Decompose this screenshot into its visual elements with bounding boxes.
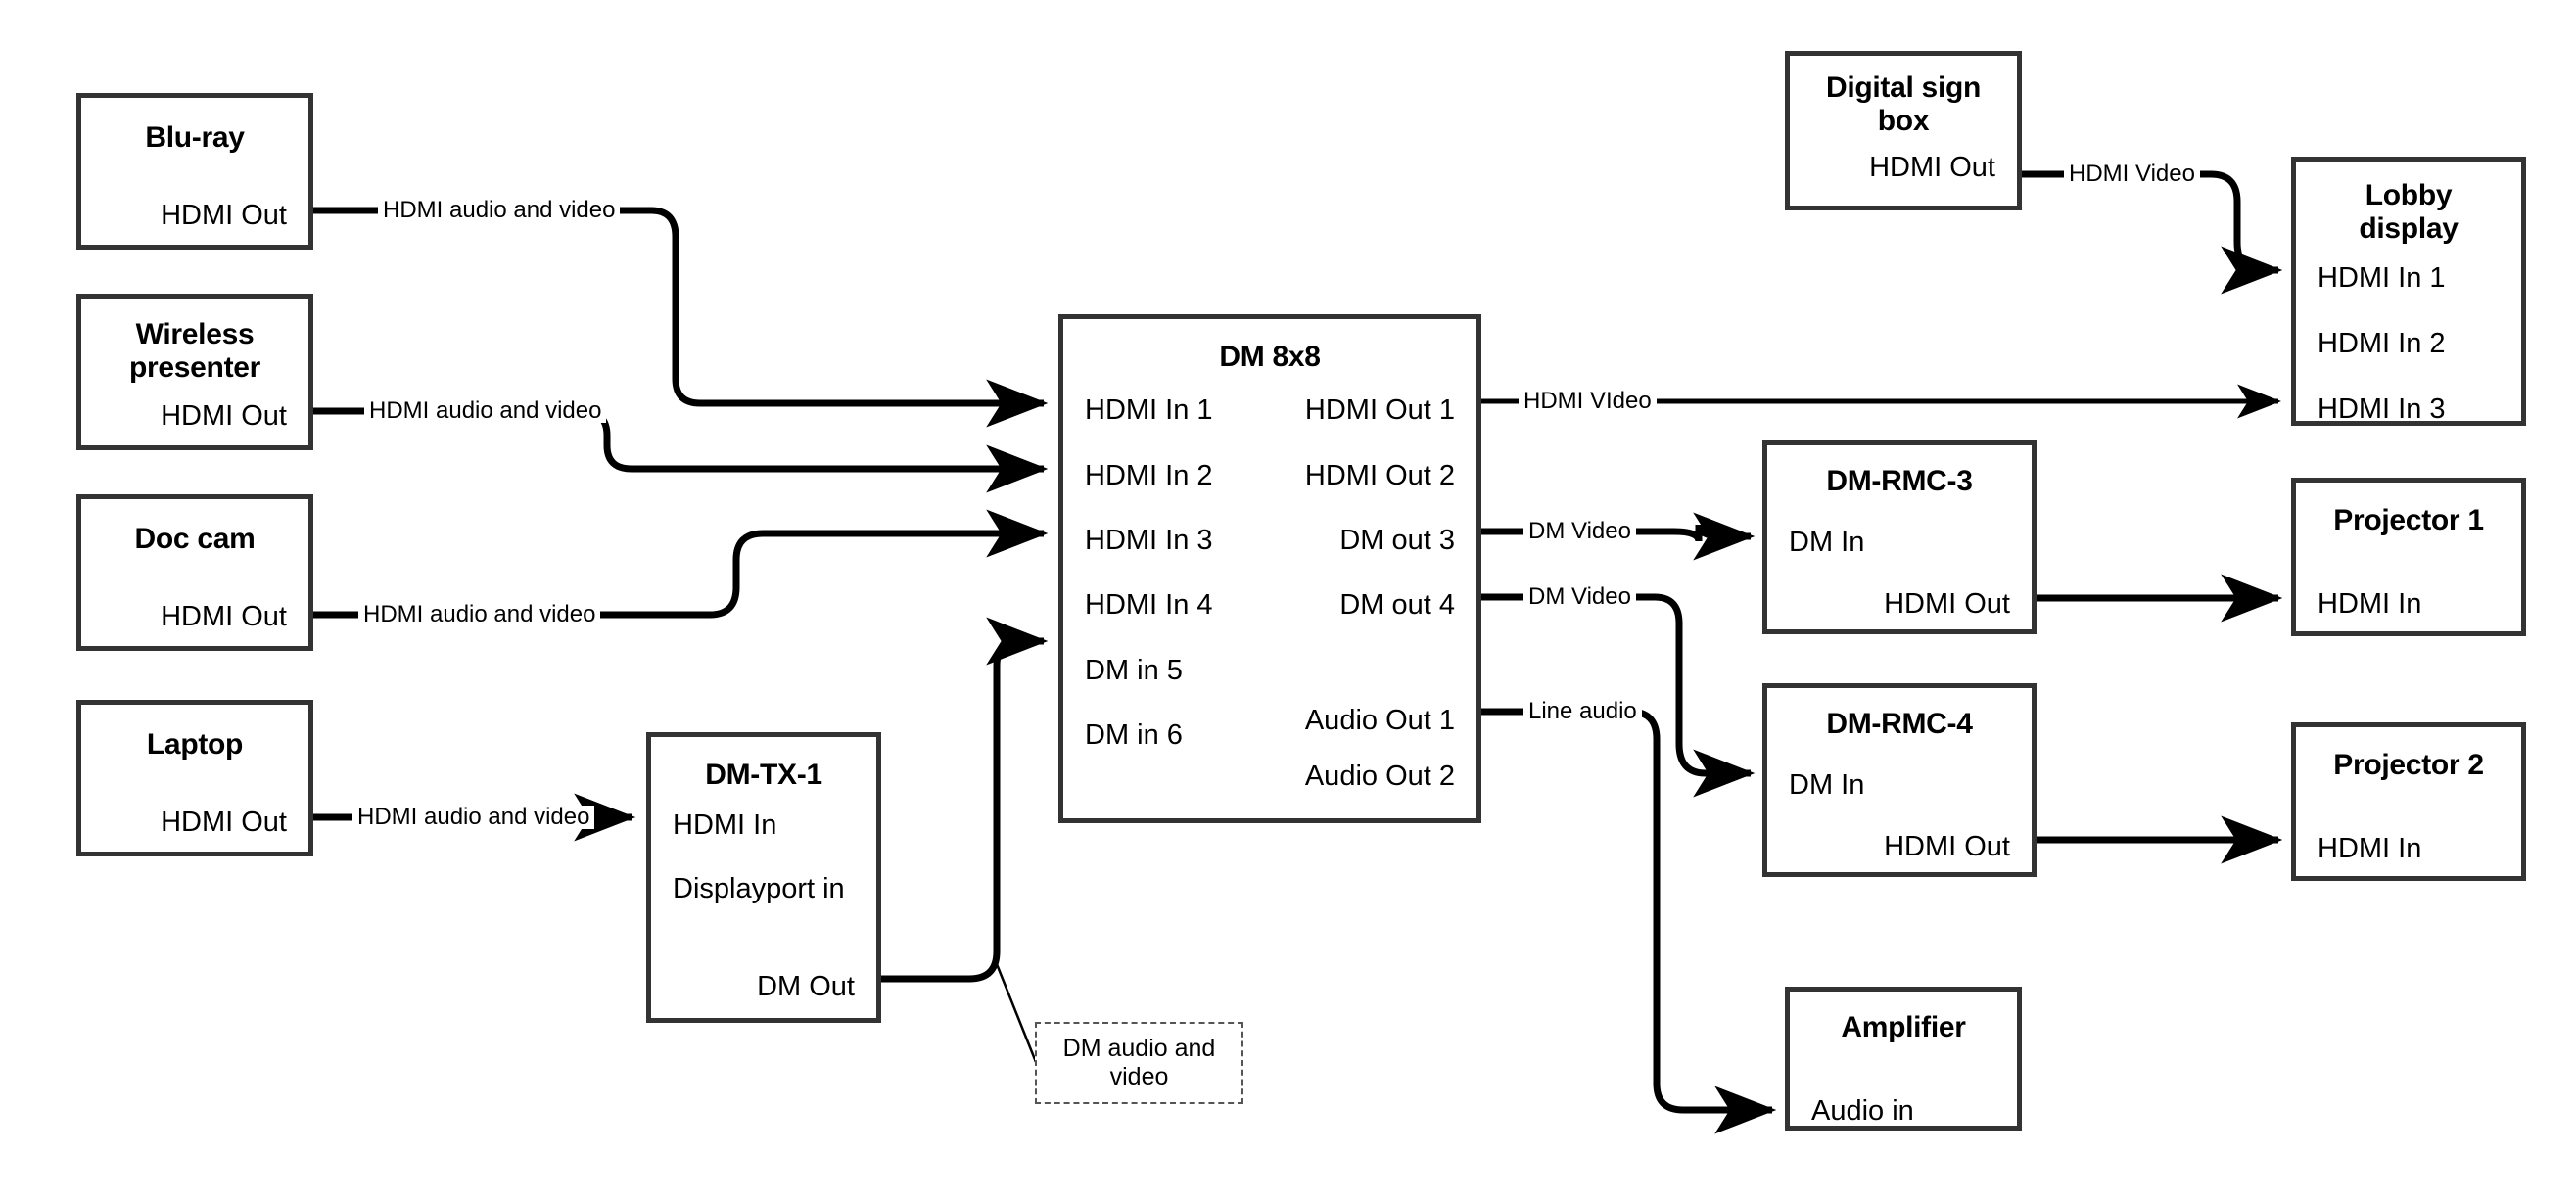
dm-8x8-output-dm-out-3: DM out 3	[1339, 525, 1455, 556]
dm-8x8-input-hdmi-in-1: HDMI In 1	[1085, 394, 1213, 426]
digital-sign-box-title-line1: Digital sign	[1825, 71, 1982, 104]
node-dm-tx-1[interactable]: DM-TX-1 HDMI In Displayport in DM Out	[646, 732, 881, 1023]
projector-1-port-hdmi-in: HDMI In	[2318, 588, 2422, 620]
edge-label-doccam-to-dm8x8: HDMI audio and video	[358, 603, 601, 626]
lobby-display-port-hdmi-in-2: HDMI In 2	[2318, 328, 2446, 359]
lobby-display-port-hdmi-in-1: HDMI In 1	[2318, 262, 2446, 294]
node-digital-sign-box[interactable]: Digital sign box HDMI Out	[1785, 51, 2022, 210]
wireless-presenter-title-line1: Wireless	[135, 318, 255, 350]
dm-8x8-input-dm-in-5: DM in 5	[1085, 655, 1183, 686]
note-line-2: video	[1109, 1063, 1169, 1090]
wire-dmtx1-to-dm8x8-in5	[881, 617, 1049, 983]
wire-doccam-to-dm8x8-in3	[313, 509, 1049, 619]
node-lobby-display[interactable]: Lobby display HDMI In 1 HDMI In 2 HDMI I…	[2291, 157, 2526, 426]
dm-tx-1-title: DM-TX-1	[705, 759, 822, 791]
edge-label-dmout4-to-dmrmc4: DM Video	[1523, 585, 1636, 609]
node-wireless-presenter[interactable]: Wireless presenter HDMI Out	[76, 294, 313, 450]
laptop-port-hdmi-out: HDMI Out	[161, 807, 287, 838]
laptop-title: Laptop	[146, 728, 244, 761]
dm-8x8-output-audio-out-2: Audio Out 2	[1304, 761, 1455, 792]
projector-2-title: Projector 2	[2333, 749, 2484, 781]
dm-8x8-title: DM 8x8	[1219, 341, 1321, 373]
edge-label-audioout1-to-amplifier: Line audio	[1523, 700, 1642, 723]
wireless-presenter-title-line2: presenter	[128, 351, 261, 384]
note-dm-audio-and-video: DM audio and video	[1035, 1022, 1243, 1104]
dm-rmc-3-port-dm-in: DM In	[1789, 527, 1865, 558]
wireless-presenter-port-hdmi-out: HDMI Out	[161, 400, 287, 432]
note-line-1: DM audio and	[1062, 1034, 1216, 1062]
wire-digitalsign-to-lobby-in1	[2022, 170, 2283, 295]
node-amplifier[interactable]: Amplifier Audio in	[1785, 987, 2022, 1131]
note-leader-line	[995, 963, 1038, 1063]
digital-sign-box-title-line2: box	[1877, 105, 1930, 137]
dm-8x8-output-dm-out-4: DM out 4	[1339, 589, 1455, 621]
bluray-port-hdmi-out: HDMI Out	[161, 200, 287, 231]
node-projector-1[interactable]: Projector 1 HDMI In	[2291, 478, 2526, 636]
dm-rmc-4-port-dm-in: DM In	[1789, 769, 1865, 801]
dm-8x8-input-hdmi-in-3: HDMI In 3	[1085, 525, 1213, 556]
doc-cam-title: Doc cam	[134, 523, 256, 555]
lobby-display-port-hdmi-in-3: HDMI In 3	[2318, 393, 2446, 425]
projector-2-port-hdmi-in: HDMI In	[2318, 833, 2422, 864]
lobby-display-title-line2: display	[2359, 212, 2459, 245]
dm-8x8-input-dm-in-6: DM in 6	[1085, 719, 1183, 751]
dm-tx-1-port-hdmi-in: HDMI In	[673, 809, 777, 841]
wire-dm8x8-out4-to-dmrmc4	[1481, 593, 1756, 798]
edge-label-bluray-to-dm8x8: HDMI audio and video	[378, 199, 621, 222]
wire-bluray-to-dm8x8-in1	[313, 207, 1049, 428]
bluray-title: Blu-ray	[145, 121, 245, 154]
dm-8x8-output-hdmi-out-1: HDMI Out 1	[1304, 394, 1455, 426]
projector-1-title: Projector 1	[2333, 504, 2484, 536]
dm-rmc-4-port-hdmi-out: HDMI Out	[1884, 831, 2010, 862]
dm-8x8-input-hdmi-in-4: HDMI In 4	[1085, 589, 1213, 621]
digital-sign-box-port-hdmi-out: HDMI Out	[1869, 152, 1995, 183]
edge-label-hdmiout1-to-lobby: HDMI VIdeo	[1519, 390, 1657, 413]
node-projector-2[interactable]: Projector 2 HDMI In	[2291, 722, 2526, 881]
node-dm-8x8[interactable]: DM 8x8 HDMI In 1 HDMI In 2 HDMI In 3 HDM…	[1058, 314, 1481, 823]
dm-8x8-input-hdmi-in-2: HDMI In 2	[1085, 460, 1213, 491]
edge-label-digitalsign-to-lobby: HDMI Video	[2064, 162, 2200, 186]
node-bluray[interactable]: Blu-ray HDMI Out	[76, 93, 313, 250]
edge-label-dmout3-to-dmrmc3: DM Video	[1523, 520, 1636, 543]
dm-rmc-4-title: DM-RMC-4	[1826, 708, 1973, 740]
dm-rmc-3-port-hdmi-out: HDMI Out	[1884, 588, 2010, 620]
dm-tx-1-port-dm-out: DM Out	[757, 971, 855, 1002]
amplifier-port-audio-in: Audio in	[1811, 1095, 1914, 1127]
amplifier-title: Amplifier	[1841, 1011, 1966, 1043]
dm-8x8-output-hdmi-out-2: HDMI Out 2	[1304, 460, 1455, 491]
edge-label-laptop-to-dmtx1: HDMI audio and video	[352, 806, 595, 829]
dm-tx-1-port-displayport-in: Displayport in	[673, 873, 845, 904]
wire-dm8x8-out3-to-dmrmc3	[1481, 512, 1756, 561]
edge-label-wireless-to-dm8x8: HDMI audio and video	[364, 399, 607, 423]
dm-rmc-3-title: DM-RMC-3	[1826, 465, 1973, 497]
node-laptop[interactable]: Laptop HDMI Out	[76, 700, 313, 856]
node-doc-cam[interactable]: Doc cam HDMI Out	[76, 494, 313, 651]
doc-cam-port-hdmi-out: HDMI Out	[161, 601, 287, 632]
node-dm-rmc-4[interactable]: DM-RMC-4 DM In HDMI Out	[1762, 683, 2037, 877]
node-dm-rmc-3[interactable]: DM-RMC-3 DM In HDMI Out	[1762, 440, 2037, 634]
dm-8x8-output-audio-out-1: Audio Out 1	[1304, 705, 1455, 736]
lobby-display-title-line1: Lobby	[2365, 179, 2453, 211]
